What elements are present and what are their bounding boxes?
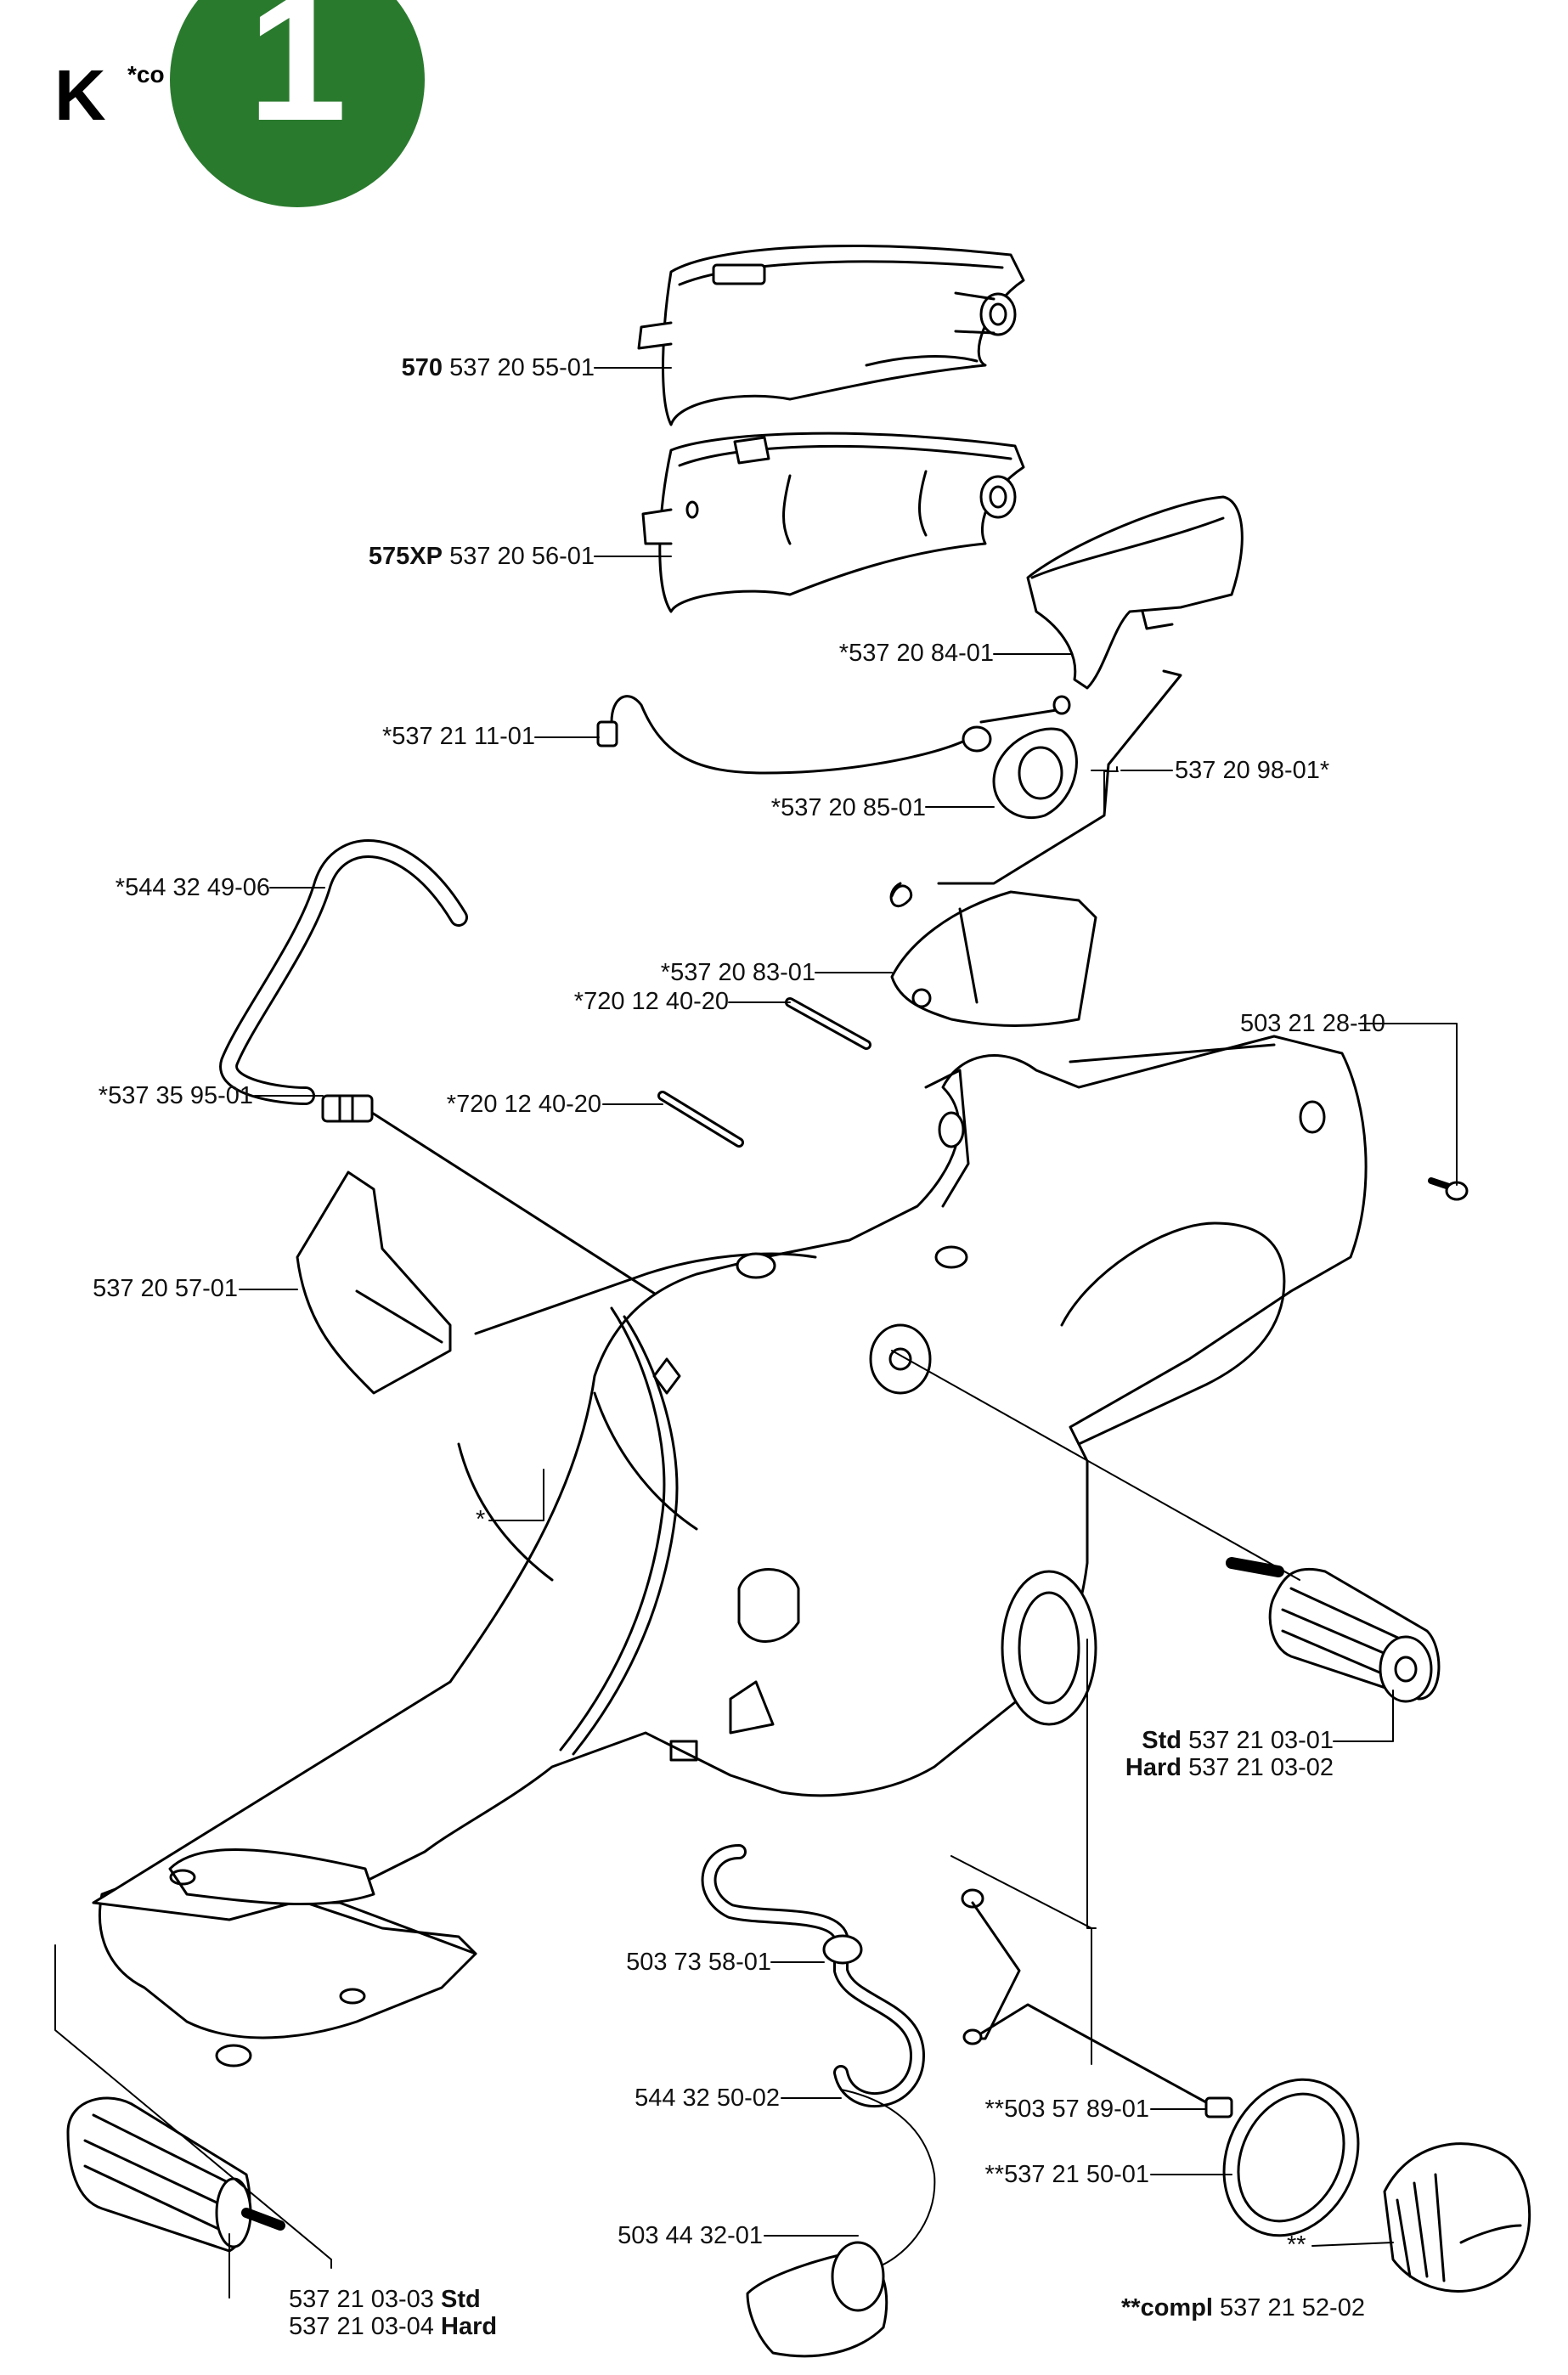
label-fuel-filter: 503 44 32-01 [618,2222,763,2249]
label-trigger-lockout: *537 20 83-01 [660,959,815,986]
throttle-trigger-part [1026,495,1244,690]
section-note: *co [127,61,165,87]
frame-strap [950,1855,1092,2065]
cap-strap-part [961,1888,1233,2118]
label-av-rear-hard: 537 21 03-04 Hard [289,2313,498,2340]
throttle-rod-part [889,669,1182,908]
fuel-cap-part [1383,2142,1531,2293]
label-seal: **537 21 50-01 [984,2161,1150,2188]
label-av-std: Std 537 21 03-01 [1142,1727,1334,1754]
label-cap-marker: ** [1287,2231,1306,2259]
label-fuel-hose-2: 544 32 50-02 [635,2084,780,2112]
vent-hose-part [219,839,468,1105]
label-cover-575xp: 575XP 537 20 56-01 [368,543,595,570]
label-throttle-rod: 537 20 98-01* [1175,757,1330,784]
label-guard: 537 20 57-01 [93,1275,238,1302]
frame-rear-av [54,1944,332,2269]
guard-part [296,1171,452,1395]
screw-part [1428,1177,1469,1201]
leader-lines [228,367,1458,2299]
nipple-part [321,1094,732,1344]
label-cap-compl: **compl 537 21 52-02 [1121,2294,1365,2321]
label-nipple: *537 35 95-01 [98,1082,253,1109]
seal-ring-part [1222,2078,1360,2237]
label-throttle-trigger: *537 20 84-01 [838,640,994,667]
av-element-rear-part [66,2096,285,2253]
frame-right-av [1086,1639,1097,1929]
label-switch: *537 20 85-01 [770,794,926,821]
label-fuel-hose: 503 73 58-01 [626,1949,771,1976]
label-short-circuit-cable: *537 21 11-01 [381,723,535,750]
label-screw: 503 21 28-10 [1240,1010,1385,1037]
stop-switch-part [992,695,1078,820]
section-number-badge: 1 [170,0,425,207]
av-element-right-part [891,1350,1441,1703]
label-av-rear-std: 537 21 03-03 Std [289,2286,481,2313]
label-tank-handle: * [476,1506,486,1533]
section-number: 1 [247,0,347,158]
trigger-lockout-part [890,890,1097,1027]
label-pin-1: *720 12 40-20 [573,988,729,1015]
cylinder-cover-575xp [641,432,1025,613]
fuel-hose-part [701,1844,936,2358]
label-strap: **503 57 89-01 [984,2096,1150,2123]
label-pin-2: *720 12 40-20 [446,1091,601,1118]
tank-housing-part [92,1035,1368,2068]
section-letter: K [54,55,106,135]
label-av-hard: Hard 537 21 03-02 [1125,1754,1334,1781]
pin-parts [657,997,871,1148]
label-cover-570: 570 537 20 55-01 [401,354,595,381]
label-hose: *544 32 49-06 [115,874,270,901]
cylinder-cover-570 [637,245,1025,426]
short-circuit-cable-part [596,695,1063,775]
